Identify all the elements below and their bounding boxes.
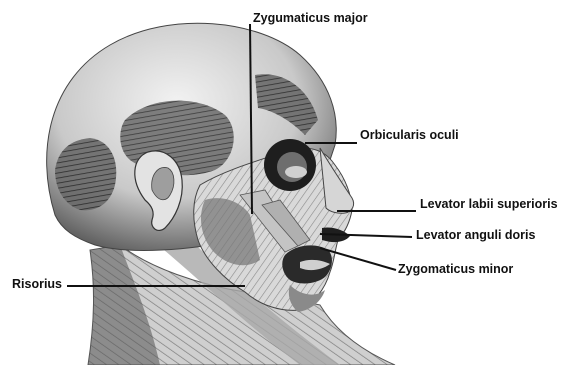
label-risorius: Risorius: [12, 278, 62, 291]
label-zygomaticus-minor: Zygomaticus minor: [398, 263, 513, 276]
label-levator-anguli-doris: Levator anguli doris: [416, 229, 535, 242]
label-zygomaticus-major: Zygumaticus major: [253, 12, 368, 25]
label-orbicularis-oculi: Orbicularis oculi: [360, 129, 459, 142]
eye: [285, 166, 307, 178]
label-levator-labii-superioris: Levator labii superioris: [420, 198, 558, 211]
